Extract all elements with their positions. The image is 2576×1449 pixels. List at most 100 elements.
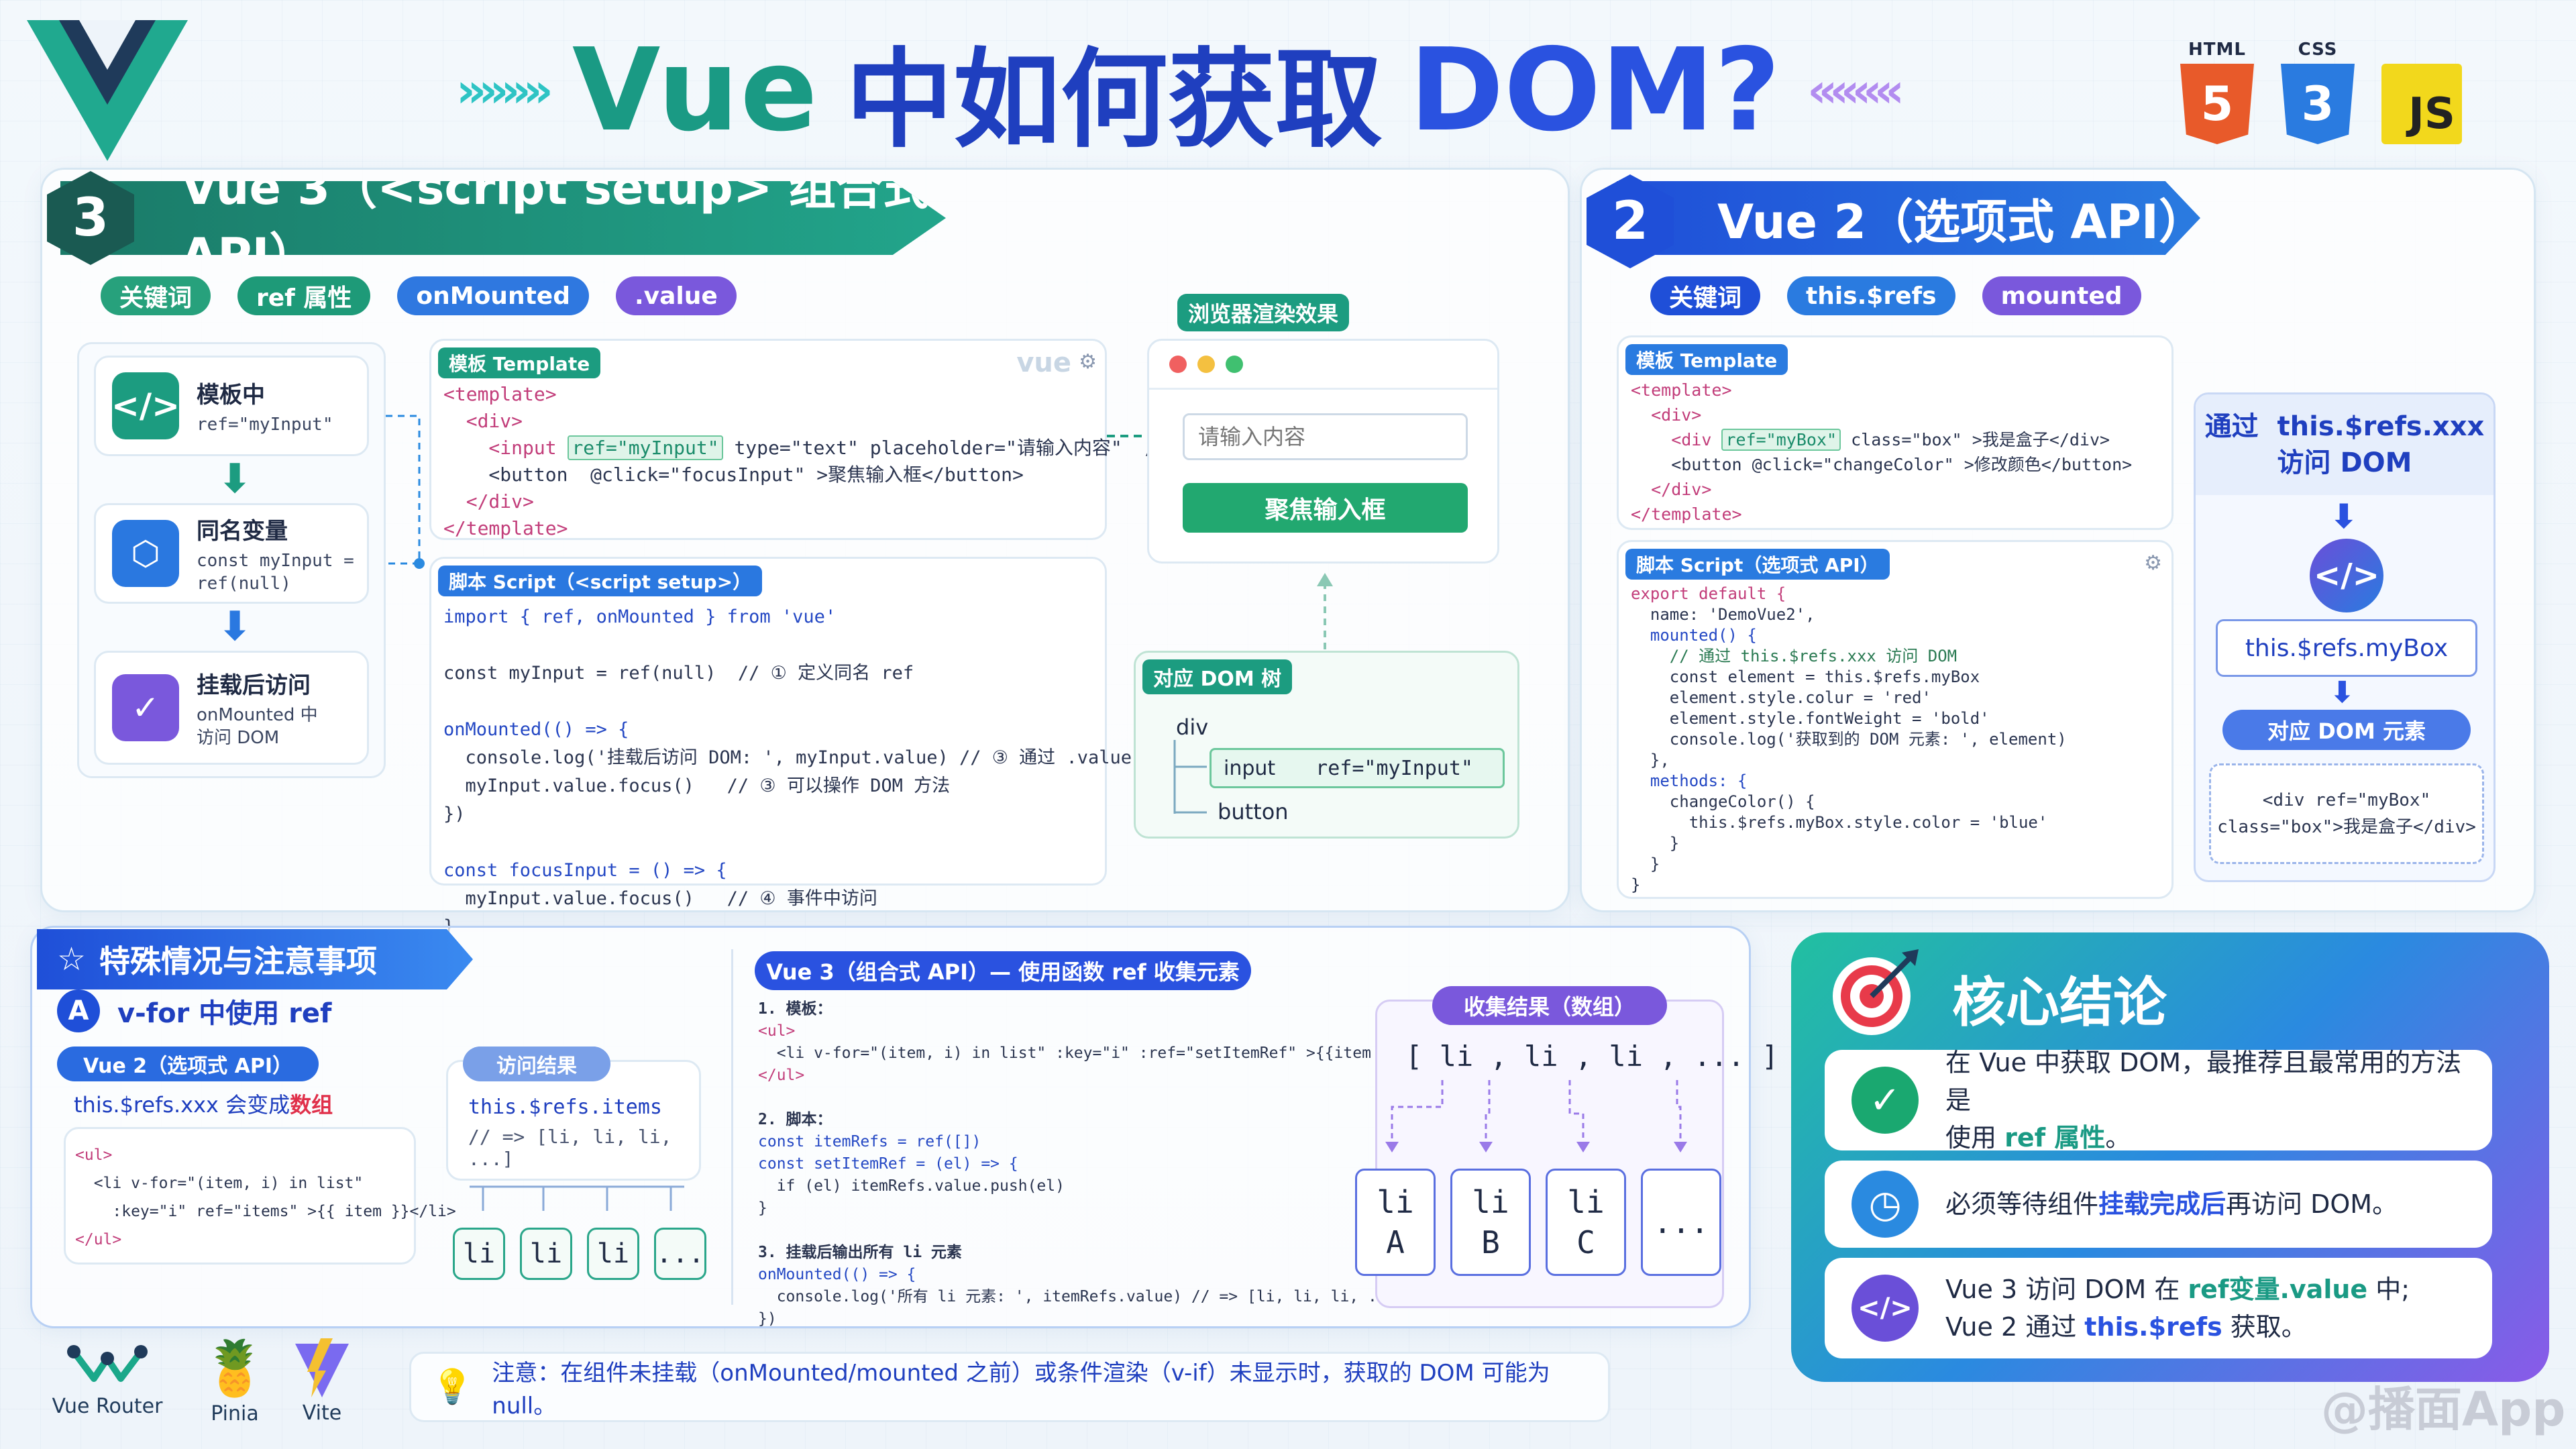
vue3-collect-tag: Vue 3（组合式 API）— 使用函数 ref 收集元素 [755, 951, 1251, 990]
html5-badge: HTML 5 [2180, 40, 2254, 144]
dom-input-ref: ref="myInput" [1316, 756, 1473, 780]
maximize-dot-icon[interactable] [1226, 356, 1243, 373]
step-sub: onMounted 中 访问 DOM [197, 704, 318, 748]
flow-title: 通过 this.$refs.xxx 访问 DOM [2196, 394, 2493, 495]
vue2-flow-card: 通过 this.$refs.xxx 访问 DOM ⬇ </> this.$ref… [2194, 392, 2496, 882]
script-tag: 脚本 Script（选项式 API） [1625, 549, 1890, 580]
title-dom: DOM? [1409, 24, 1781, 157]
script-tag: 脚本 Script（<script setup>） [438, 566, 763, 596]
vite-logo: Vite [288, 1338, 356, 1425]
vue3-script-card: 脚本 Script（<script setup>） import { ref, … [429, 557, 1222, 937]
vue-logo-icon [27, 20, 188, 161]
null-warning-note: 💡 注意：在组件未挂载（onMounted/mounted 之前）或条件渲染（v… [409, 1352, 1610, 1422]
pinia-logo: 🍍 Pinia [201, 1335, 268, 1426]
domtree-card: 对应 DOM 树 div input ref="myInput" button [1134, 651, 1519, 839]
vue-watermark: vue [1016, 347, 1071, 378]
this-refs-pill: this.$refs [1787, 276, 1955, 315]
arrow-up-icon [1317, 573, 1333, 649]
dom-node-input: input ref="myInput" [1210, 748, 1505, 788]
css3-icon: 3 [2281, 64, 2355, 144]
conclusion-text: 必须等待组件挂载完成后再访问 DOM。 [1945, 1189, 2398, 1219]
script-code: import { ref, onMounted } from 'vue' con… [443, 606, 1223, 937]
close-dot-icon[interactable] [1169, 356, 1187, 373]
template-code: <template> <div> <div ref="myBox" class=… [1631, 380, 2133, 524]
li-box: li [453, 1228, 505, 1280]
tree-lines [1173, 740, 1207, 814]
special-banner: ☆ 特殊情况与注意事项 [37, 929, 473, 989]
collect-tag: 收集结果（数组） [1432, 986, 1667, 1025]
onmounted-pill: onMounted [397, 276, 589, 315]
vfor-title: v-for 中使用 ref [117, 998, 332, 1029]
ref-highlight: ref="myInput" [568, 435, 723, 460]
window-controls [1169, 356, 1243, 373]
vue-router-icon [67, 1345, 148, 1382]
template-code: <template> <div> <input ref="myInput" ty… [443, 383, 1168, 539]
result-arrows [470, 1185, 684, 1211]
script-code: export default { name: 'DemoVue2', mount… [1631, 584, 2067, 894]
step-sub: const myInput = ref(null) [197, 550, 354, 594]
template-tag: 模板 Template [1625, 344, 1788, 375]
step-title: 同名变量 [197, 517, 288, 545]
html5-icon: 5 [2180, 64, 2254, 144]
tech-badges: HTML 5 CSS 3 JS [2180, 30, 2556, 144]
li-box: li [587, 1228, 639, 1280]
vue2-number-icon: 2 [1587, 174, 1674, 268]
vue2-desc: this.$refs.xxx 会变成数组 [74, 1088, 333, 1119]
template-tag: 模板 Template [438, 347, 601, 378]
focus-input-button[interactable]: 聚焦输入框 [1183, 483, 1468, 533]
dom-node-button: button [1218, 799, 1289, 824]
vue2-keywords: 关键词 this.$refs mounted [1650, 276, 2141, 315]
vue2-banner: Vue 2（选项式 API） [1617, 181, 2200, 255]
vite-label: Vite [302, 1401, 342, 1425]
mounted-pill: mounted [1982, 276, 2141, 315]
value-pill: .value [615, 276, 737, 315]
conclusion-item-2: ◷ 必须等待组件挂载完成后再访问 DOM。 [1825, 1161, 2492, 1248]
step-variable: ⬡ 同名变量 const myInput = ref(null) [94, 503, 369, 604]
vfor-heading: A v-for 中使用 ref [57, 989, 331, 1032]
collect-array: [ li , li , li , ... ] [1405, 1040, 1779, 1073]
arrow-down-icon: ⬇ [2330, 676, 2355, 710]
js-icon: JS [2381, 64, 2462, 144]
vite-icon [295, 1338, 349, 1397]
clock-icon: ◷ [1851, 1171, 1919, 1238]
vue2-script-card: 脚本 Script（选项式 API） ⚙ export default { na… [1617, 540, 2174, 899]
step-sub: ref="myInput" [197, 414, 333, 435]
step-title: 模板中 [197, 381, 265, 409]
vue3-collect-code: 1. 模板： <ul> <li v-for="(item, i) in list… [758, 1000, 1446, 1328]
result-boxes: li li li ... [453, 1228, 706, 1280]
vue3-keywords: 关键词 ref 属性 onMounted .value [101, 276, 737, 315]
ref-attr-pill: ref 属性 [237, 276, 371, 315]
minimize-dot-icon[interactable] [1197, 356, 1215, 373]
check-circle-icon: ✓ [1851, 1067, 1919, 1134]
settings-icon[interactable]: ⚙ [2144, 551, 2162, 575]
check-icon: ✓ [112, 674, 179, 741]
title-vue: Vue [572, 24, 819, 157]
watermark: @播面App [2321, 1382, 2566, 1437]
step-mounted: ✓ 挂载后访问 onMounted 中 访问 DOM [94, 651, 369, 765]
code-icon: </> [1851, 1275, 1919, 1342]
code-icon: </> [111, 372, 180, 439]
vue2-template-card: 模板 Template <template> <div> <div ref="m… [1617, 335, 2174, 530]
result-tag-front: 访问结果 [463, 1046, 610, 1081]
result-line2: // => [li, li, li, ...] [468, 1126, 672, 1170]
vue2-tag: Vue 2（选项式 API） [57, 1046, 319, 1081]
connector-lines [386, 415, 425, 569]
css3-label: CSS [2298, 40, 2338, 60]
css3-badge: CSS 3 [2281, 40, 2355, 144]
vue-router-label: Vue Router [52, 1395, 163, 1418]
js-badge: JS [2381, 64, 2462, 144]
arrow-down-icon: ⬇ [218, 603, 252, 650]
browser-input[interactable] [1183, 413, 1468, 460]
page-title: »»»» Vue 中如何获取 DOM? «««« [456, 24, 1999, 162]
vfor-code-card: <ul> <li v-for="(item, i) in list" :key=… [64, 1127, 456, 1265]
target-icon [1828, 946, 1922, 1040]
dom-input-label: input [1224, 756, 1276, 780]
conclusion-title: 核心结论 [1952, 971, 2167, 1034]
settings-icon[interactable]: ⚙ [1079, 350, 1097, 374]
step-title: 挂载后访问 [197, 672, 311, 699]
dom-node-div: div [1176, 714, 1209, 740]
